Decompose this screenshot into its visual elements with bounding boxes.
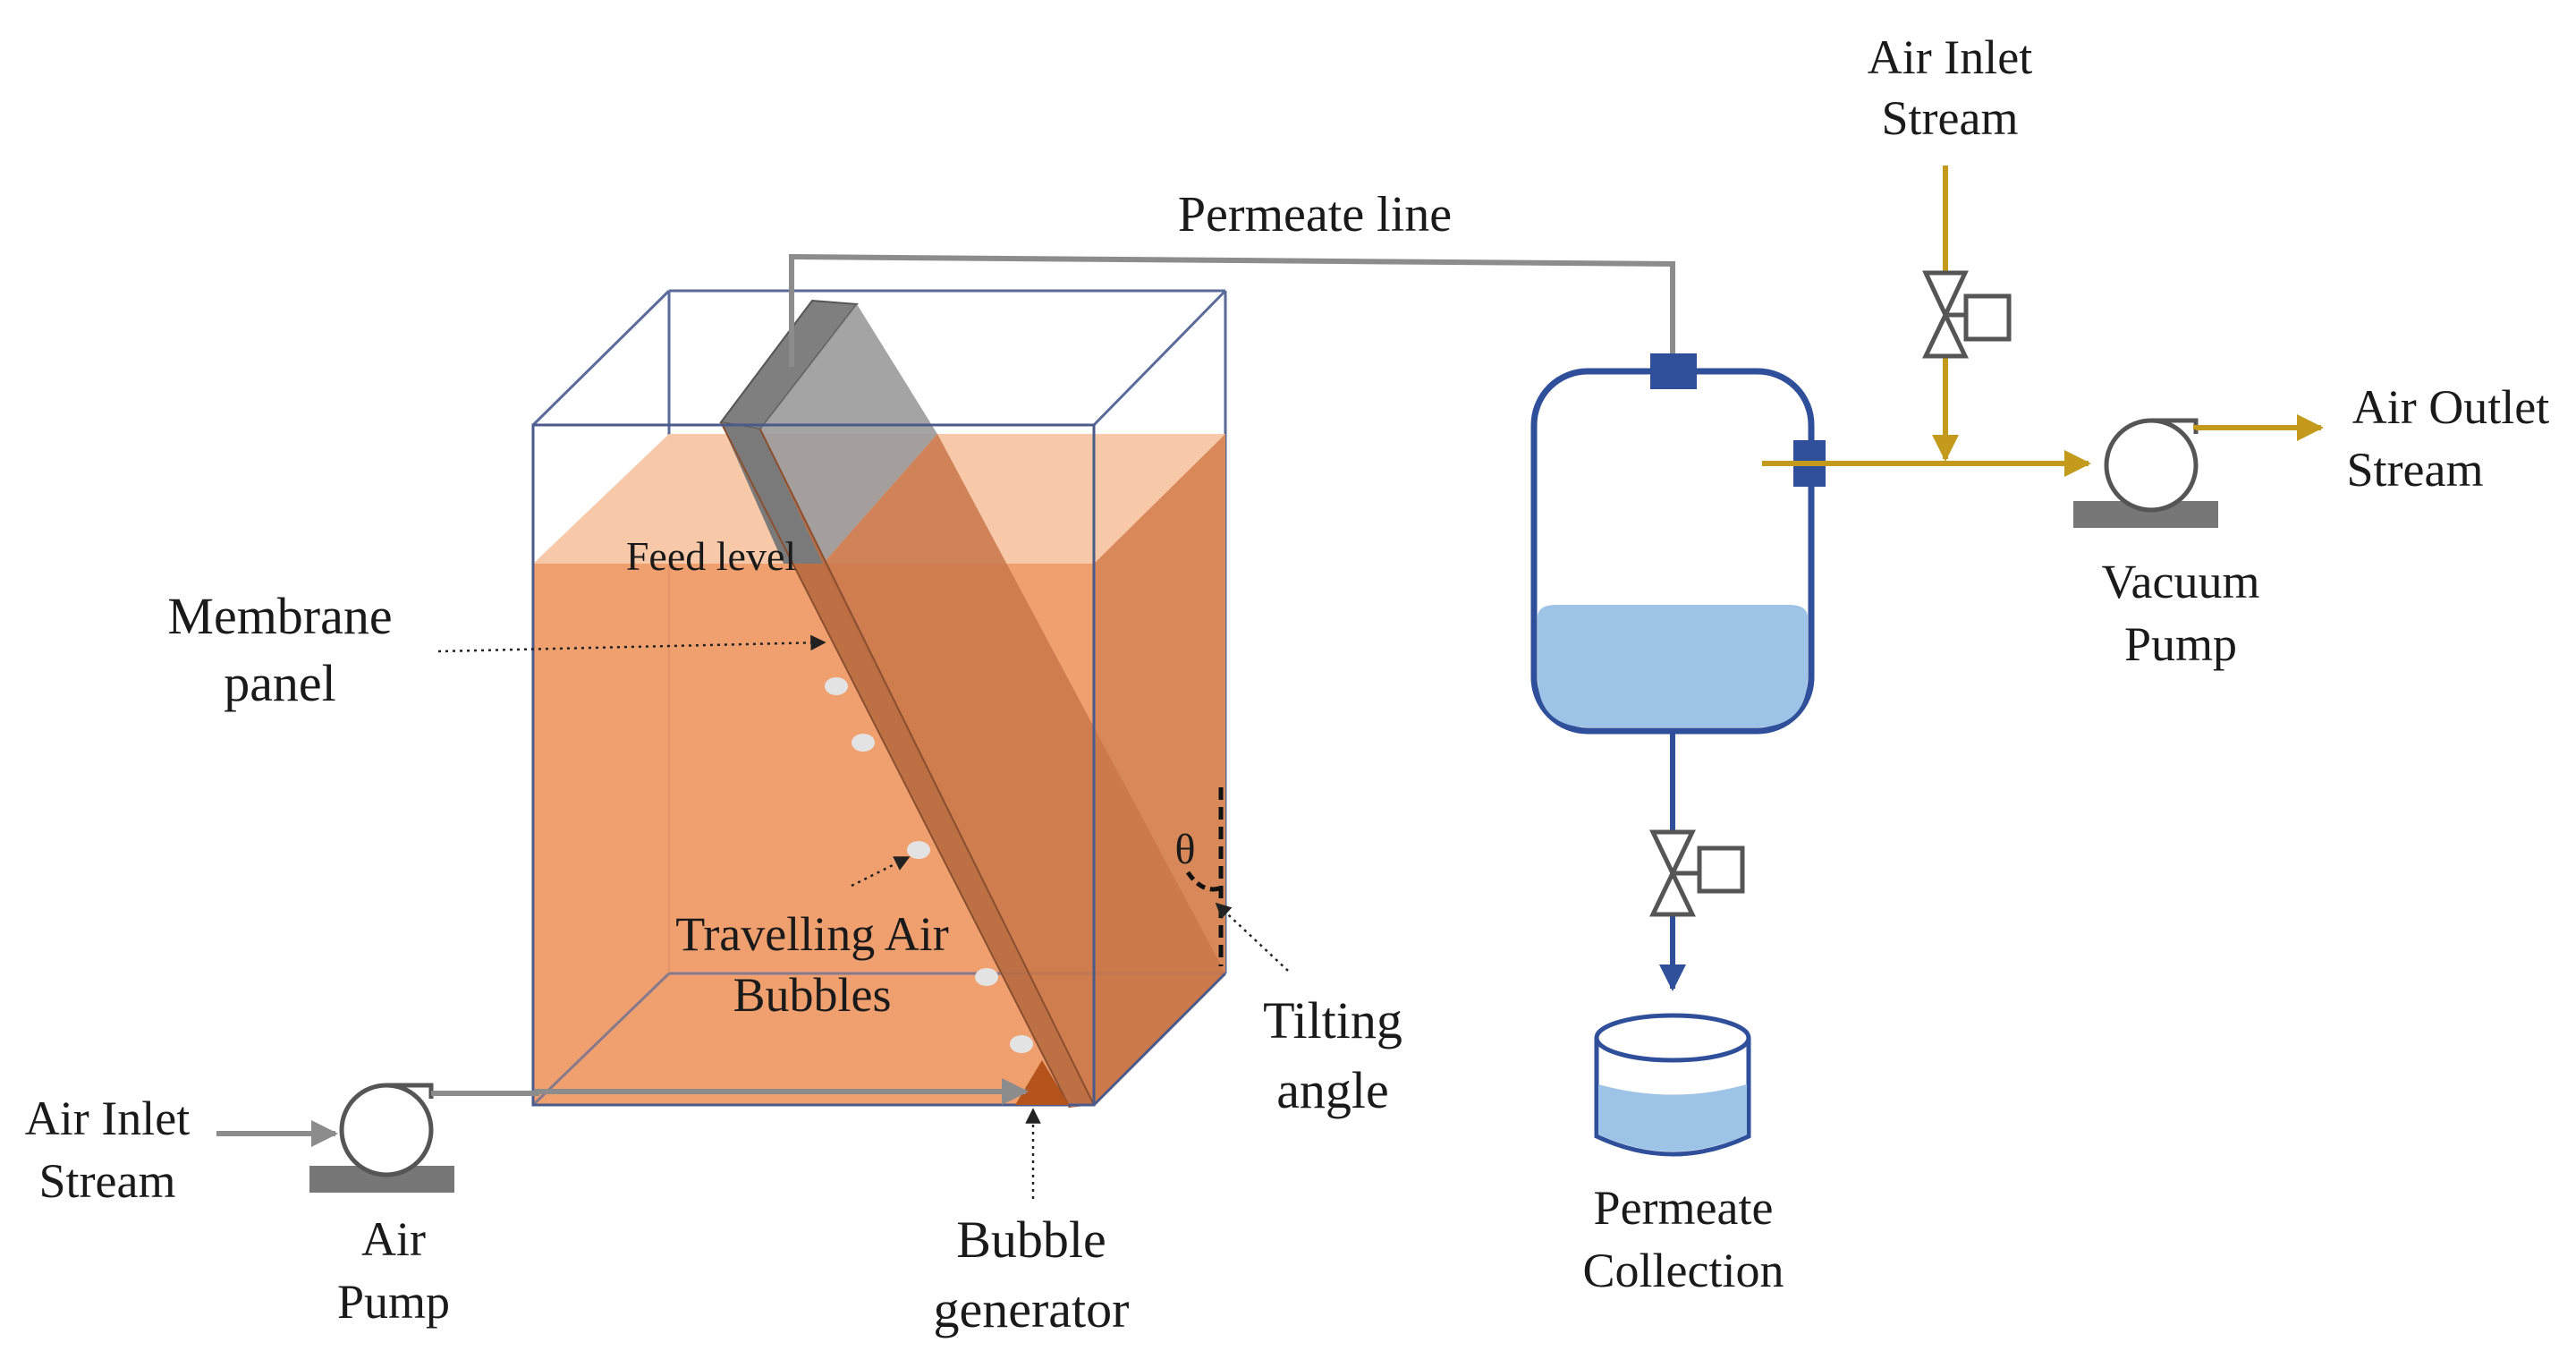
label-bubble-generator-1: Bubble <box>956 1211 1106 1269</box>
vacuum-pump <box>2073 418 2218 528</box>
permeate-valve <box>1649 829 1745 917</box>
label-permeate-collection-2: Collection <box>1583 1244 1784 1297</box>
label-air-pump-1: Air <box>361 1212 426 1266</box>
label-travelling-air-2: Bubbles <box>733 968 891 1022</box>
label-air-inlet-top-2: Stream <box>1882 91 2019 145</box>
label-air-outlet-1: Air Outlet <box>2352 380 2549 434</box>
label-air-inlet-left-2: Stream <box>39 1154 176 1208</box>
label-feed-level: Feed level <box>626 533 796 579</box>
label-air-pump-2: Pump <box>337 1275 450 1329</box>
label-permeate-line: Permeate line <box>1178 187 1452 242</box>
permeate-liquid <box>1538 605 1808 727</box>
air-supply-line <box>431 1078 1029 1105</box>
label-bubble-generator-2: generator <box>934 1280 1130 1338</box>
tilting-angle-indicator <box>1185 787 1224 966</box>
label-permeate-collection-1: Permeate <box>1594 1181 1774 1235</box>
label-travelling-air-1: Travelling Air <box>675 907 949 961</box>
label-vacuum-pump-2: Pump <box>2124 617 2237 671</box>
vessel-top-port <box>1650 353 1697 389</box>
label-tilting-angle-2: angle <box>1276 1061 1389 1119</box>
label-membrane-panel-1: Membrane <box>167 587 392 645</box>
membrane-panel-pointer <box>437 634 826 653</box>
label-tilting-angle-1: Tilting <box>1263 991 1402 1049</box>
air-bubbles <box>825 677 1033 1053</box>
air-inlet-valve <box>1922 270 2012 359</box>
permeate-collection-beaker <box>1594 1013 1751 1157</box>
bubble-generator <box>1015 1060 1069 1105</box>
permeate-vessel <box>1530 353 1826 735</box>
label-air-inlet-left-1: Air Inlet <box>25 1092 190 1145</box>
labels: Permeate line Air Inlet Stream Air Outle… <box>25 30 2549 1338</box>
label-membrane-panel-2: panel <box>224 654 336 712</box>
air-pump <box>309 1083 454 1193</box>
label-vacuum-pump-1: Vacuum <box>2102 555 2260 608</box>
air-outlet-line <box>2193 414 2324 441</box>
label-theta: θ <box>1175 826 1196 873</box>
tank-frame-front <box>531 423 1227 1107</box>
label-air-inlet-top-1: Air Inlet <box>1868 30 2032 84</box>
tilting-angle-pointer <box>1215 902 1289 972</box>
label-air-outlet-2: Stream <box>2347 443 2484 497</box>
